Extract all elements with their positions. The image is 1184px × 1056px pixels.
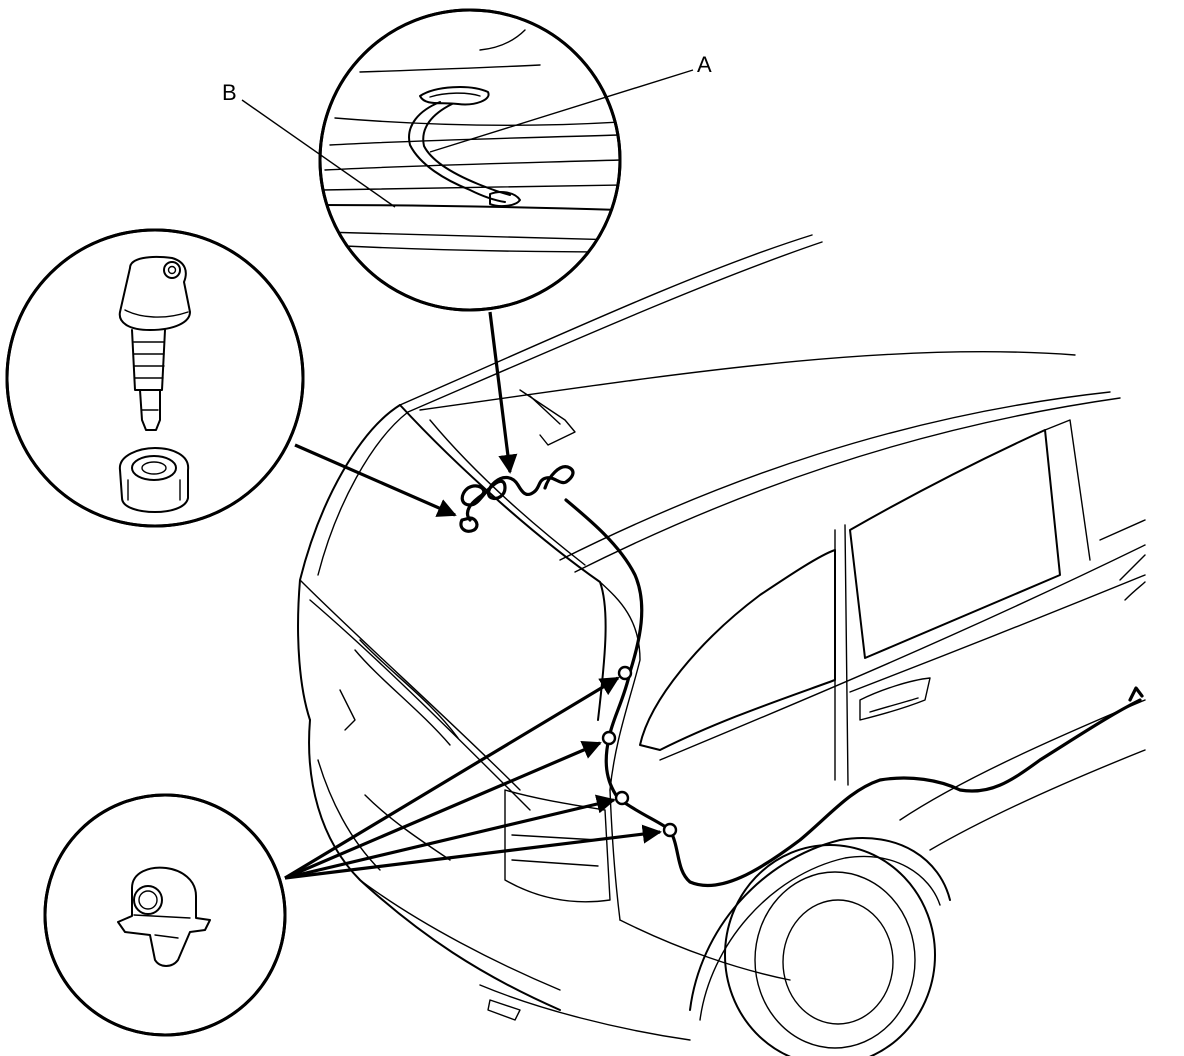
callout-b: B: [222, 80, 396, 208]
detail-view-hose-clip: [43, 793, 287, 1037]
washer-nozzle-icon: [118, 255, 191, 431]
arrow-clip-3: [284, 794, 616, 880]
callout-a-label: A: [697, 52, 712, 77]
hose-clip-points: [601, 665, 678, 838]
clip-point-2: [601, 730, 617, 746]
callout-a: A: [429, 52, 712, 153]
clip-point-1: [617, 665, 633, 681]
pointer-arrows: [284, 311, 662, 880]
nozzle-grommet-icon: [118, 447, 190, 513]
arrow-clip-4: [284, 824, 662, 880]
arrow-nozzle-to-vehicle: [294, 443, 457, 517]
washer-hose: [459, 465, 1144, 888]
detail-view-hose-grommet: [318, 8, 622, 312]
hose-clip-icon: [117, 866, 211, 967]
arrow-detail-a-to-hose: [488, 311, 518, 474]
vehicle-rear-body: [297, 234, 1146, 1056]
clip-point-4: [662, 822, 678, 838]
callout-b-label: B: [222, 80, 237, 105]
arrow-clip-2: [284, 740, 602, 880]
clip-point-3: [614, 790, 630, 806]
detail-view-washer-nozzle: [5, 228, 305, 528]
arrow-clip-1: [284, 676, 620, 880]
